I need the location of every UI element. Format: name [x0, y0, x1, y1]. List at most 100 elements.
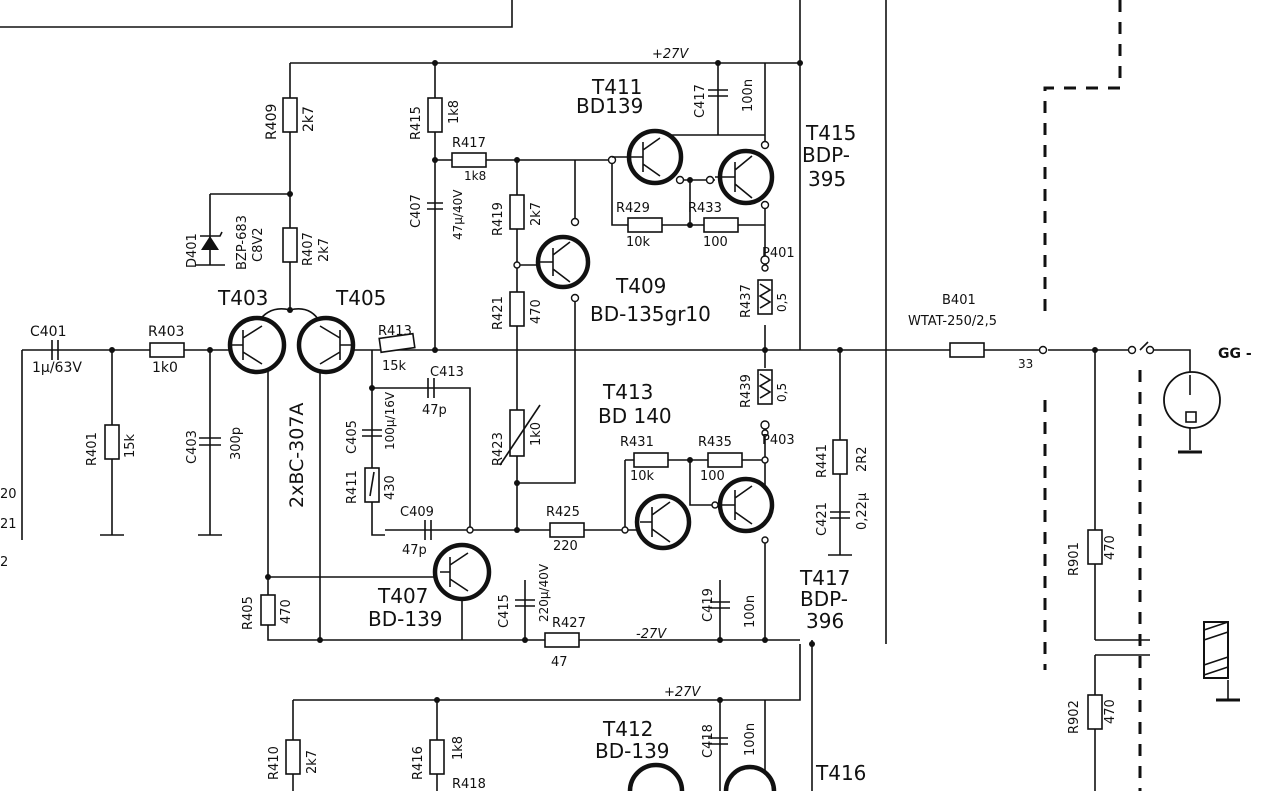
resistor-r427 [544, 632, 580, 648]
resistor-r902 [1087, 694, 1103, 730]
label-t403: T403 [217, 286, 268, 310]
resistor-r421 [509, 291, 525, 327]
label-t415: T415 [805, 121, 856, 145]
label-r416: R416 [411, 746, 426, 780]
label-d401-type: BZP-683 [235, 215, 250, 270]
label-r427-val: 47 [551, 655, 568, 670]
label-r901: R901 [1067, 542, 1082, 576]
label-r425-val: 220 [553, 539, 578, 554]
resistor-r439 [757, 369, 773, 405]
resistor-r410 [285, 739, 301, 775]
label-c405: C405 [345, 420, 360, 454]
label-c421-val: 0,22µ [855, 493, 870, 530]
label-r418: R418 [452, 777, 486, 791]
label-r902-val: 470 [1103, 699, 1118, 724]
label-c417: C417 [693, 84, 708, 118]
transistor-t417 [717, 476, 775, 534]
resistor-r405 [260, 594, 276, 626]
label-r417-val: 1k8 [464, 169, 486, 183]
label-r439: R439 [739, 374, 754, 408]
open-terminals [466, 140, 1155, 544]
transistor-t413-pre [634, 493, 692, 551]
label-c415: C415 [497, 594, 512, 628]
label-c419: C419 [701, 588, 716, 622]
label-c401: C401 [30, 324, 67, 340]
label-r437-val: 0,5 [775, 293, 789, 312]
label-r413-val: 15k [382, 359, 407, 374]
label-p401: P401 [762, 246, 795, 261]
label-c407-val: 47µ/40V [451, 189, 465, 240]
resistor-r417 [451, 152, 487, 168]
label-r421: R421 [491, 296, 506, 330]
capacitors [51, 89, 850, 745]
resistor-r409 [282, 97, 298, 133]
label-r401-val: 15k [123, 433, 138, 458]
transistor-t403 [227, 315, 287, 375]
label-t416: T416 [815, 761, 866, 785]
label-t407: T407 [377, 584, 428, 608]
label-c401-val: 1µ/63V [32, 360, 82, 376]
transistor-t415 [715, 148, 775, 206]
label-output: GG - [1218, 346, 1252, 362]
label-r407-val: 2k7 [317, 238, 332, 262]
label-c418: C418 [701, 724, 716, 758]
label-r409: R409 [264, 104, 280, 140]
label-t409-type: BD-135gr10 [590, 302, 711, 326]
label-c407: C407 [409, 194, 424, 228]
label-r425: R425 [546, 505, 580, 520]
label-r401: R401 [85, 432, 100, 466]
label-b401-type: WTAT-250/2,5 [908, 314, 997, 329]
label-r407: R407 [301, 232, 316, 266]
rail-pos-bottom: +27V [664, 685, 701, 700]
label-t417-type-b: 396 [806, 609, 844, 633]
label-t411-type: BD139 [576, 94, 643, 118]
label-c413-val: 47p [422, 403, 447, 418]
label-b401: B401 [942, 293, 976, 308]
label-c421: C421 [815, 502, 830, 536]
label-r435: R435 [698, 435, 732, 450]
resistor-r407 [282, 227, 298, 263]
label-c415-val: 220µ/40V [537, 563, 551, 622]
label-edge-21: 21 [0, 517, 17, 532]
transistor-t416 [723, 764, 777, 791]
label-t409: T409 [615, 274, 666, 298]
resistor-r415 [427, 97, 443, 133]
resistor-r425 [549, 522, 585, 538]
label-t413: T413 [602, 380, 653, 404]
label-t412-type: BD-139 [595, 739, 670, 763]
label-r423: R423 [491, 432, 506, 466]
label-t415-type-b: 395 [808, 167, 846, 191]
label-t413-type: BD 140 [598, 404, 672, 428]
rail-neg: -27V [636, 627, 667, 642]
label-t411: T411 [591, 75, 642, 99]
label-d401-voltage: C8V2 [251, 227, 266, 262]
label-d401: D401 [185, 233, 200, 268]
label-r410: R410 [267, 746, 282, 780]
labels: +27V -27V +27V T411 BD139 T415 BDP- 395 … [0, 47, 1252, 791]
label-t417-type-a: BDP- [800, 587, 848, 611]
label-edge-2: 2 [0, 555, 8, 570]
label-r433: R433 [688, 201, 722, 216]
label-r419-val: 2k7 [529, 202, 544, 226]
label-r403: R403 [148, 324, 184, 340]
label-c409-val: 47p [402, 543, 427, 558]
label-t405: T405 [335, 286, 386, 310]
label-t417: T417 [799, 566, 850, 590]
label-r433-val: 100 [703, 235, 728, 250]
resistor-r429 [627, 217, 663, 233]
label-c419-val: 100n [743, 595, 758, 628]
label-r410-val: 2k7 [305, 750, 320, 774]
transistor-t409 [535, 234, 591, 290]
label-c417-val: 100n [741, 79, 756, 112]
label-r413: R413 [378, 324, 412, 339]
resistor-r437 [757, 279, 773, 315]
label-c403-val: 300p [229, 427, 244, 460]
label-r902: R902 [1067, 700, 1082, 734]
label-edge-20: 20 [0, 487, 17, 502]
label-r416-val: 1k8 [451, 736, 466, 760]
resistor-r901 [1087, 529, 1103, 565]
label-p403: P403 [762, 433, 795, 448]
label-r431-val: 10k [630, 469, 655, 484]
transistor-t407 [432, 542, 492, 602]
